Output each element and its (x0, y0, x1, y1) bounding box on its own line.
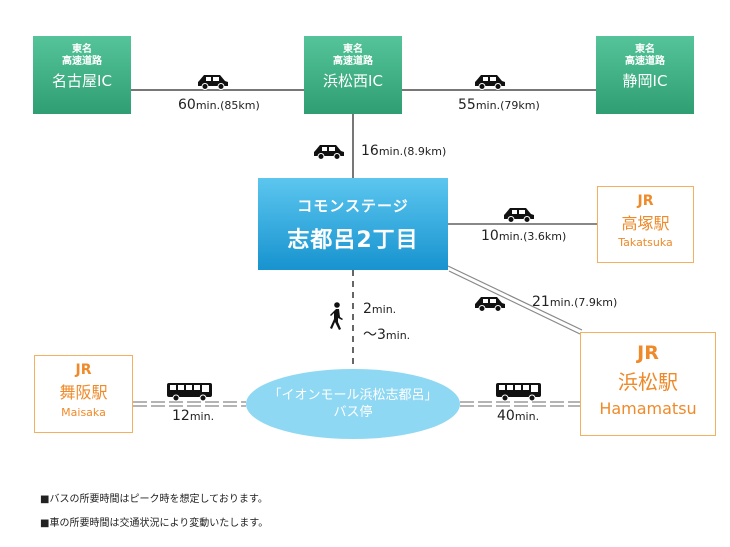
time-walk-a-unit: min. (371, 303, 397, 316)
property-series: コモンステージ (297, 197, 409, 215)
property-box: コモンステージ 志都呂2丁目 (258, 178, 448, 270)
time-hamamatsu-car-value: 21 (532, 294, 550, 310)
time-walk-b: ～3min. (363, 324, 410, 344)
time-hamamatsu-bus-unit: min. (514, 410, 540, 423)
time-maisaka-bus-value: 12 (172, 408, 190, 424)
time-takatsuka-unit: min.(3.6km) (498, 230, 567, 243)
ic-shizuoka-box: 東名 高速道路 静岡IC (596, 36, 694, 114)
maisaka-romaji: Maisaka (61, 406, 106, 419)
takatsuka-romaji: Takatsuka (618, 236, 673, 249)
takatsuka-name: 高塚駅 (621, 214, 670, 233)
car-icon (198, 75, 228, 90)
route-hamamatsu-line-a (447, 265, 583, 331)
time-nishi-ic-value: 16 (361, 143, 379, 159)
time-nishi-ic-unit: min.(8.9km) (378, 145, 447, 158)
hamamatsu-name: 浜松駅 (618, 370, 678, 394)
bus-icon (496, 383, 541, 402)
time-takatsuka: 10min.(3.6km) (481, 228, 566, 244)
ic-nagoya-name: 名古屋IC (52, 72, 112, 90)
time-walk-a: 2min. (363, 301, 396, 317)
bus-stop-label: バス停 (333, 405, 373, 420)
ic-hamamatsu-nishi-name: 浜松西IC (323, 72, 383, 90)
bus-stop-name: 「イオンモール浜松志都呂」 (268, 388, 438, 403)
time-walk-b-unit: min. (385, 329, 411, 342)
time-shizuoka: 55min.(79km) (458, 97, 540, 113)
car-icon (314, 145, 344, 160)
time-nagoya: 60min.(85km) (178, 97, 260, 113)
time-nagoya-unit: min.(85km) (195, 99, 260, 112)
route-hamamatsu-line-b (448, 270, 581, 335)
time-hamamatsu-car-unit: min.(7.9km) (549, 296, 618, 309)
bus-icon (167, 383, 212, 402)
maisaka-jr: JR (75, 362, 92, 378)
station-maisaka-box: JR 舞阪駅 Maisaka (34, 355, 133, 433)
time-hamamatsu-bus: 40min. (497, 408, 539, 424)
maisaka-name: 舞阪駅 (59, 383, 108, 402)
property-name: 志都呂2丁目 (287, 228, 419, 253)
time-takatsuka-value: 10 (481, 228, 499, 244)
time-shizuoka-value: 55 (458, 97, 476, 113)
time-maisaka-bus-unit: min. (189, 410, 215, 423)
station-takatsuka-box: JR 高塚駅 Takatsuka (597, 186, 694, 263)
ic-hamamatsu-nishi-road: 東名 高速道路 (333, 44, 373, 67)
note-car: ■車の所要時間は交通状況により変動いたします。 (40, 518, 269, 529)
note-bus: ■バスの所要時間はピーク時を想定しております。 (40, 494, 268, 505)
station-hamamatsu-box: JR 浜松駅 Hamamatsu (580, 332, 716, 436)
car-icon (475, 75, 505, 90)
time-walk-a-value: 2 (363, 301, 372, 317)
hamamatsu-romaji: Hamamatsu (599, 399, 697, 418)
ic-nagoya-box: 東名 高速道路 名古屋IC (33, 36, 131, 114)
time-nishi-ic: 16min.(8.9km) (361, 143, 446, 159)
time-shizuoka-unit: min.(79km) (475, 99, 540, 112)
walking-person-icon (330, 302, 343, 330)
time-nagoya-value: 60 (178, 97, 196, 113)
ic-shizuoka-name: 静岡IC (622, 72, 668, 90)
time-maisaka-bus: 12min. (172, 408, 214, 424)
ic-hamamatsu-nishi-box: 東名 高速道路 浜松西IC (304, 36, 402, 114)
time-walk-b-value: ～3 (363, 327, 386, 343)
time-hamamatsu-car: 21min.(7.9km) (532, 294, 617, 310)
takatsuka-jr: JR (637, 193, 654, 209)
ic-nagoya-road: 東名 高速道路 (62, 44, 102, 67)
bus-stop-oval: 「イオンモール浜松志都呂」 バス停 (246, 369, 460, 439)
hamamatsu-jr: JR (637, 342, 659, 364)
ic-shizuoka-road: 東名 高速道路 (625, 44, 665, 67)
car-icon (475, 297, 505, 312)
car-icon (504, 208, 534, 223)
time-hamamatsu-bus-value: 40 (497, 408, 515, 424)
